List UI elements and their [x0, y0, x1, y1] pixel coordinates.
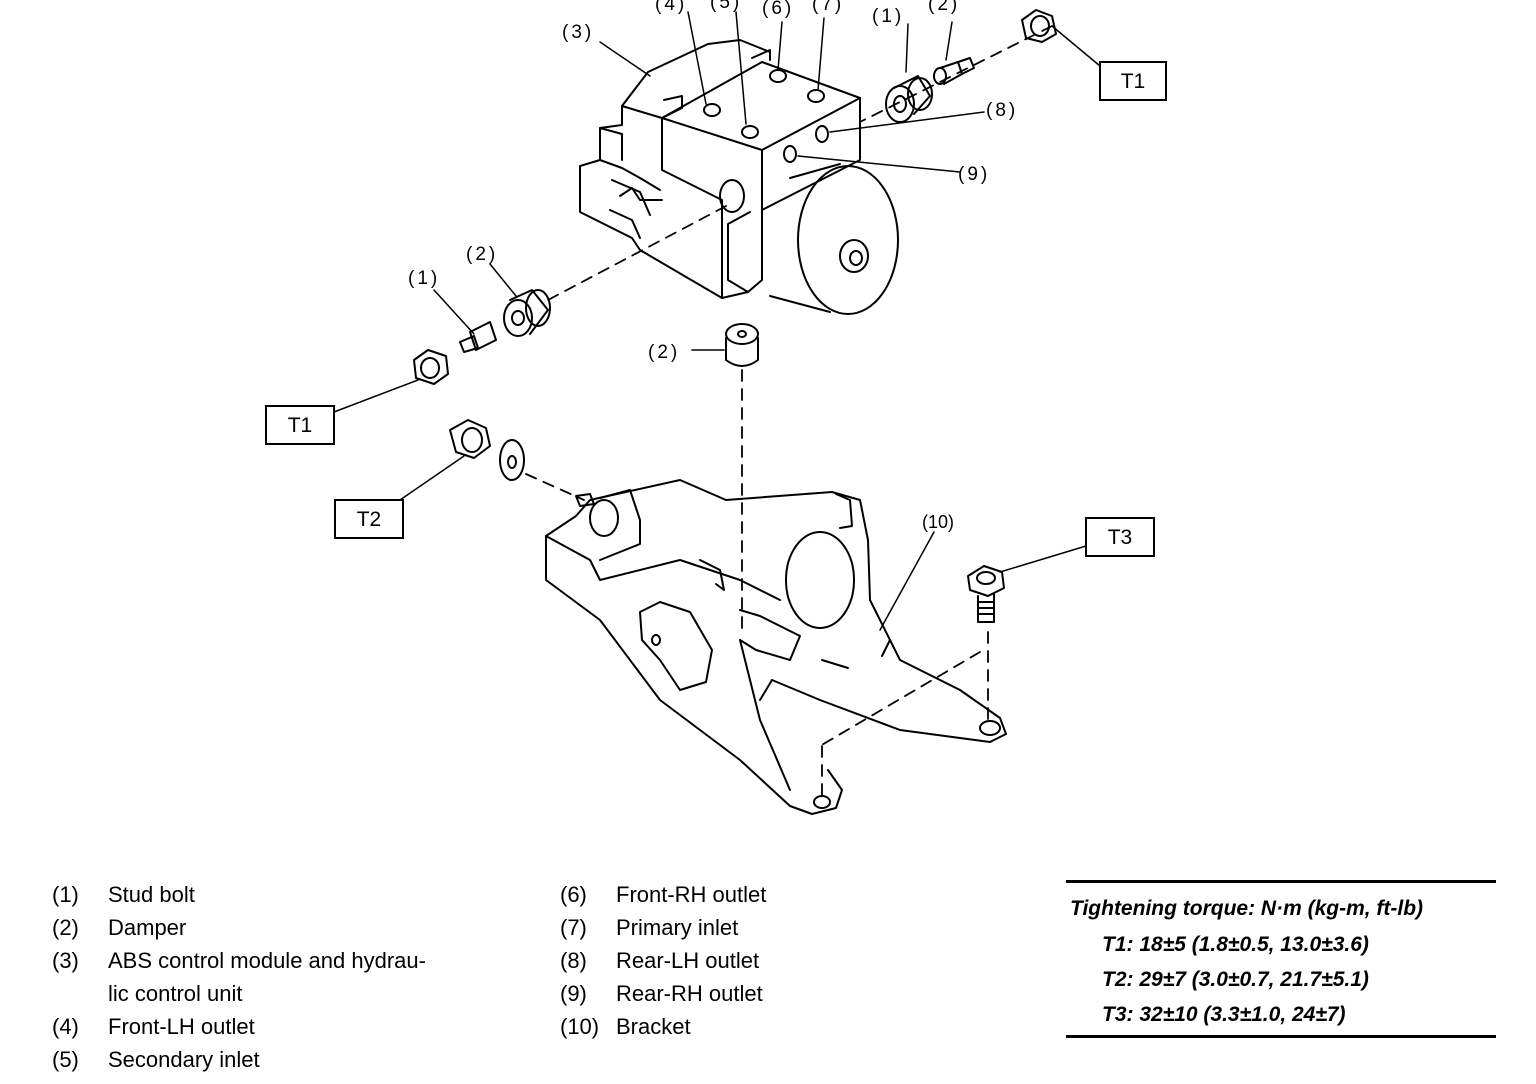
nut-left-drawing	[413, 349, 449, 385]
legend-column-2: (6) Front-RH outlet (7) Primary inlet (8) R…	[560, 878, 996, 1043]
torque-spec-t3: T3: 32±10 (3.3±1.0, 24±7)	[1102, 1003, 1346, 1026]
legend-item: (2) Damper	[52, 911, 488, 944]
stud-bolt-top-drawing	[933, 57, 975, 85]
torque-box-t1-top: T1	[1099, 61, 1167, 101]
torque-label-t3: T3	[1108, 526, 1133, 549]
legend-number: (9)	[560, 981, 587, 1006]
torque-box-t3: T3	[1085, 517, 1155, 557]
damper-middle-drawing	[725, 323, 759, 367]
legend-number: (3)	[52, 948, 79, 973]
legend-item: (1) Stud bolt	[52, 878, 488, 911]
legend-number: (10)	[560, 1014, 600, 1039]
legend-number: (6)	[560, 882, 587, 907]
exploded-view-drawing: (3) (4) (5) (6) (7) (1) (2) (8) (9) (10)…	[265, 0, 1167, 815]
legend-text: Damper	[108, 915, 187, 940]
legend-number: (2)	[52, 915, 79, 940]
legend-item: (9) Rear-RH outlet	[560, 977, 996, 1010]
legend-item: (7) Primary inlet	[560, 911, 996, 944]
legend-text: Front-RH outlet	[616, 882, 767, 907]
legend-column-1: (1) Stud bolt (2) Damper (3) ABS control mo…	[52, 878, 488, 1076]
legend-item: lic control unit	[52, 977, 488, 1010]
legend-text: Bracket	[616, 1014, 691, 1039]
legend-number: (1)	[52, 882, 79, 907]
callout-2-middle: (2)	[648, 342, 680, 363]
callout-3: (3)	[562, 22, 594, 43]
callout-labels: (3) (4) (5) (6) (7) (1) (2) (8) (9) (10)…	[408, 0, 1018, 532]
legend-text: lic control unit	[108, 981, 243, 1006]
abs-hydraulic-unit-drawing	[579, 39, 899, 315]
callout-6: (6)	[762, 0, 794, 19]
legend-item: (5) Secondary inlet	[52, 1043, 488, 1076]
callout-4: (4)	[655, 0, 687, 15]
legend-number: (4)	[52, 1014, 79, 1039]
torque-label-t1-top: T1	[1121, 70, 1146, 93]
callout-1-left: (1)	[408, 268, 440, 289]
torque-box-t2: T2	[334, 499, 404, 539]
legend-text: ABS control module and hydrau-	[108, 948, 426, 973]
callout-5: (5)	[710, 0, 742, 13]
callout-2-top: (2)	[928, 0, 960, 15]
legend-number	[52, 977, 108, 1010]
legend-item: (8) Rear-LH outlet	[560, 944, 996, 977]
legend-item: (4) Front-LH outlet	[52, 1010, 488, 1043]
callout-9: (9)	[958, 164, 990, 185]
torque-label-t1-left: T1	[288, 414, 313, 437]
legend-text: Rear-RH outlet	[616, 981, 763, 1006]
callout-7: (7)	[812, 0, 844, 15]
stud-bolt-left-drawing	[459, 321, 497, 353]
legend-number: (5)	[52, 1047, 79, 1072]
washer-drawing	[499, 439, 525, 481]
torque-spec-t1: T1: 18±5 (1.8±0.5, 13.0±3.6)	[1102, 933, 1369, 956]
callout-8: (8)	[986, 100, 1018, 121]
torque-label-t2: T2	[357, 508, 382, 531]
legend-text: Primary inlet	[616, 915, 739, 940]
torque-spec-title: Tightening torque: N·m (kg-m, ft-lb)	[1070, 897, 1424, 920]
bolt-t3-drawing	[967, 565, 1005, 623]
legend-text: Front-LH outlet	[108, 1014, 255, 1039]
legend-item: (6) Front-RH outlet	[560, 878, 996, 911]
callout-10: (10)	[922, 512, 954, 532]
nut-t2-drawing	[449, 419, 491, 459]
damper-left-drawing	[503, 289, 551, 337]
legend-number: (7)	[560, 915, 587, 940]
legend-number: (8)	[560, 948, 587, 973]
callout-2-left: (2)	[466, 244, 498, 265]
legend-item: (3) ABS control module and hydrau-	[52, 944, 488, 977]
legend-item: (10) Bracket	[560, 1010, 996, 1043]
bracket-drawing	[545, 479, 1007, 815]
tightening-torque-spec: Tightening torque: N·m (kg-m, ft-lb) T1:…	[1066, 880, 1496, 1038]
legend-text: Rear-LH outlet	[616, 948, 760, 973]
callout-1-top: (1)	[872, 6, 904, 27]
torque-spec-t2: T2: 29±7 (3.0±0.7, 21.7±5.1)	[1102, 968, 1369, 991]
torque-box-t1-left: T1	[265, 405, 335, 445]
legend-text: Secondary inlet	[108, 1047, 260, 1072]
damper-top-drawing	[885, 75, 933, 123]
legend-text: Stud bolt	[108, 882, 195, 907]
